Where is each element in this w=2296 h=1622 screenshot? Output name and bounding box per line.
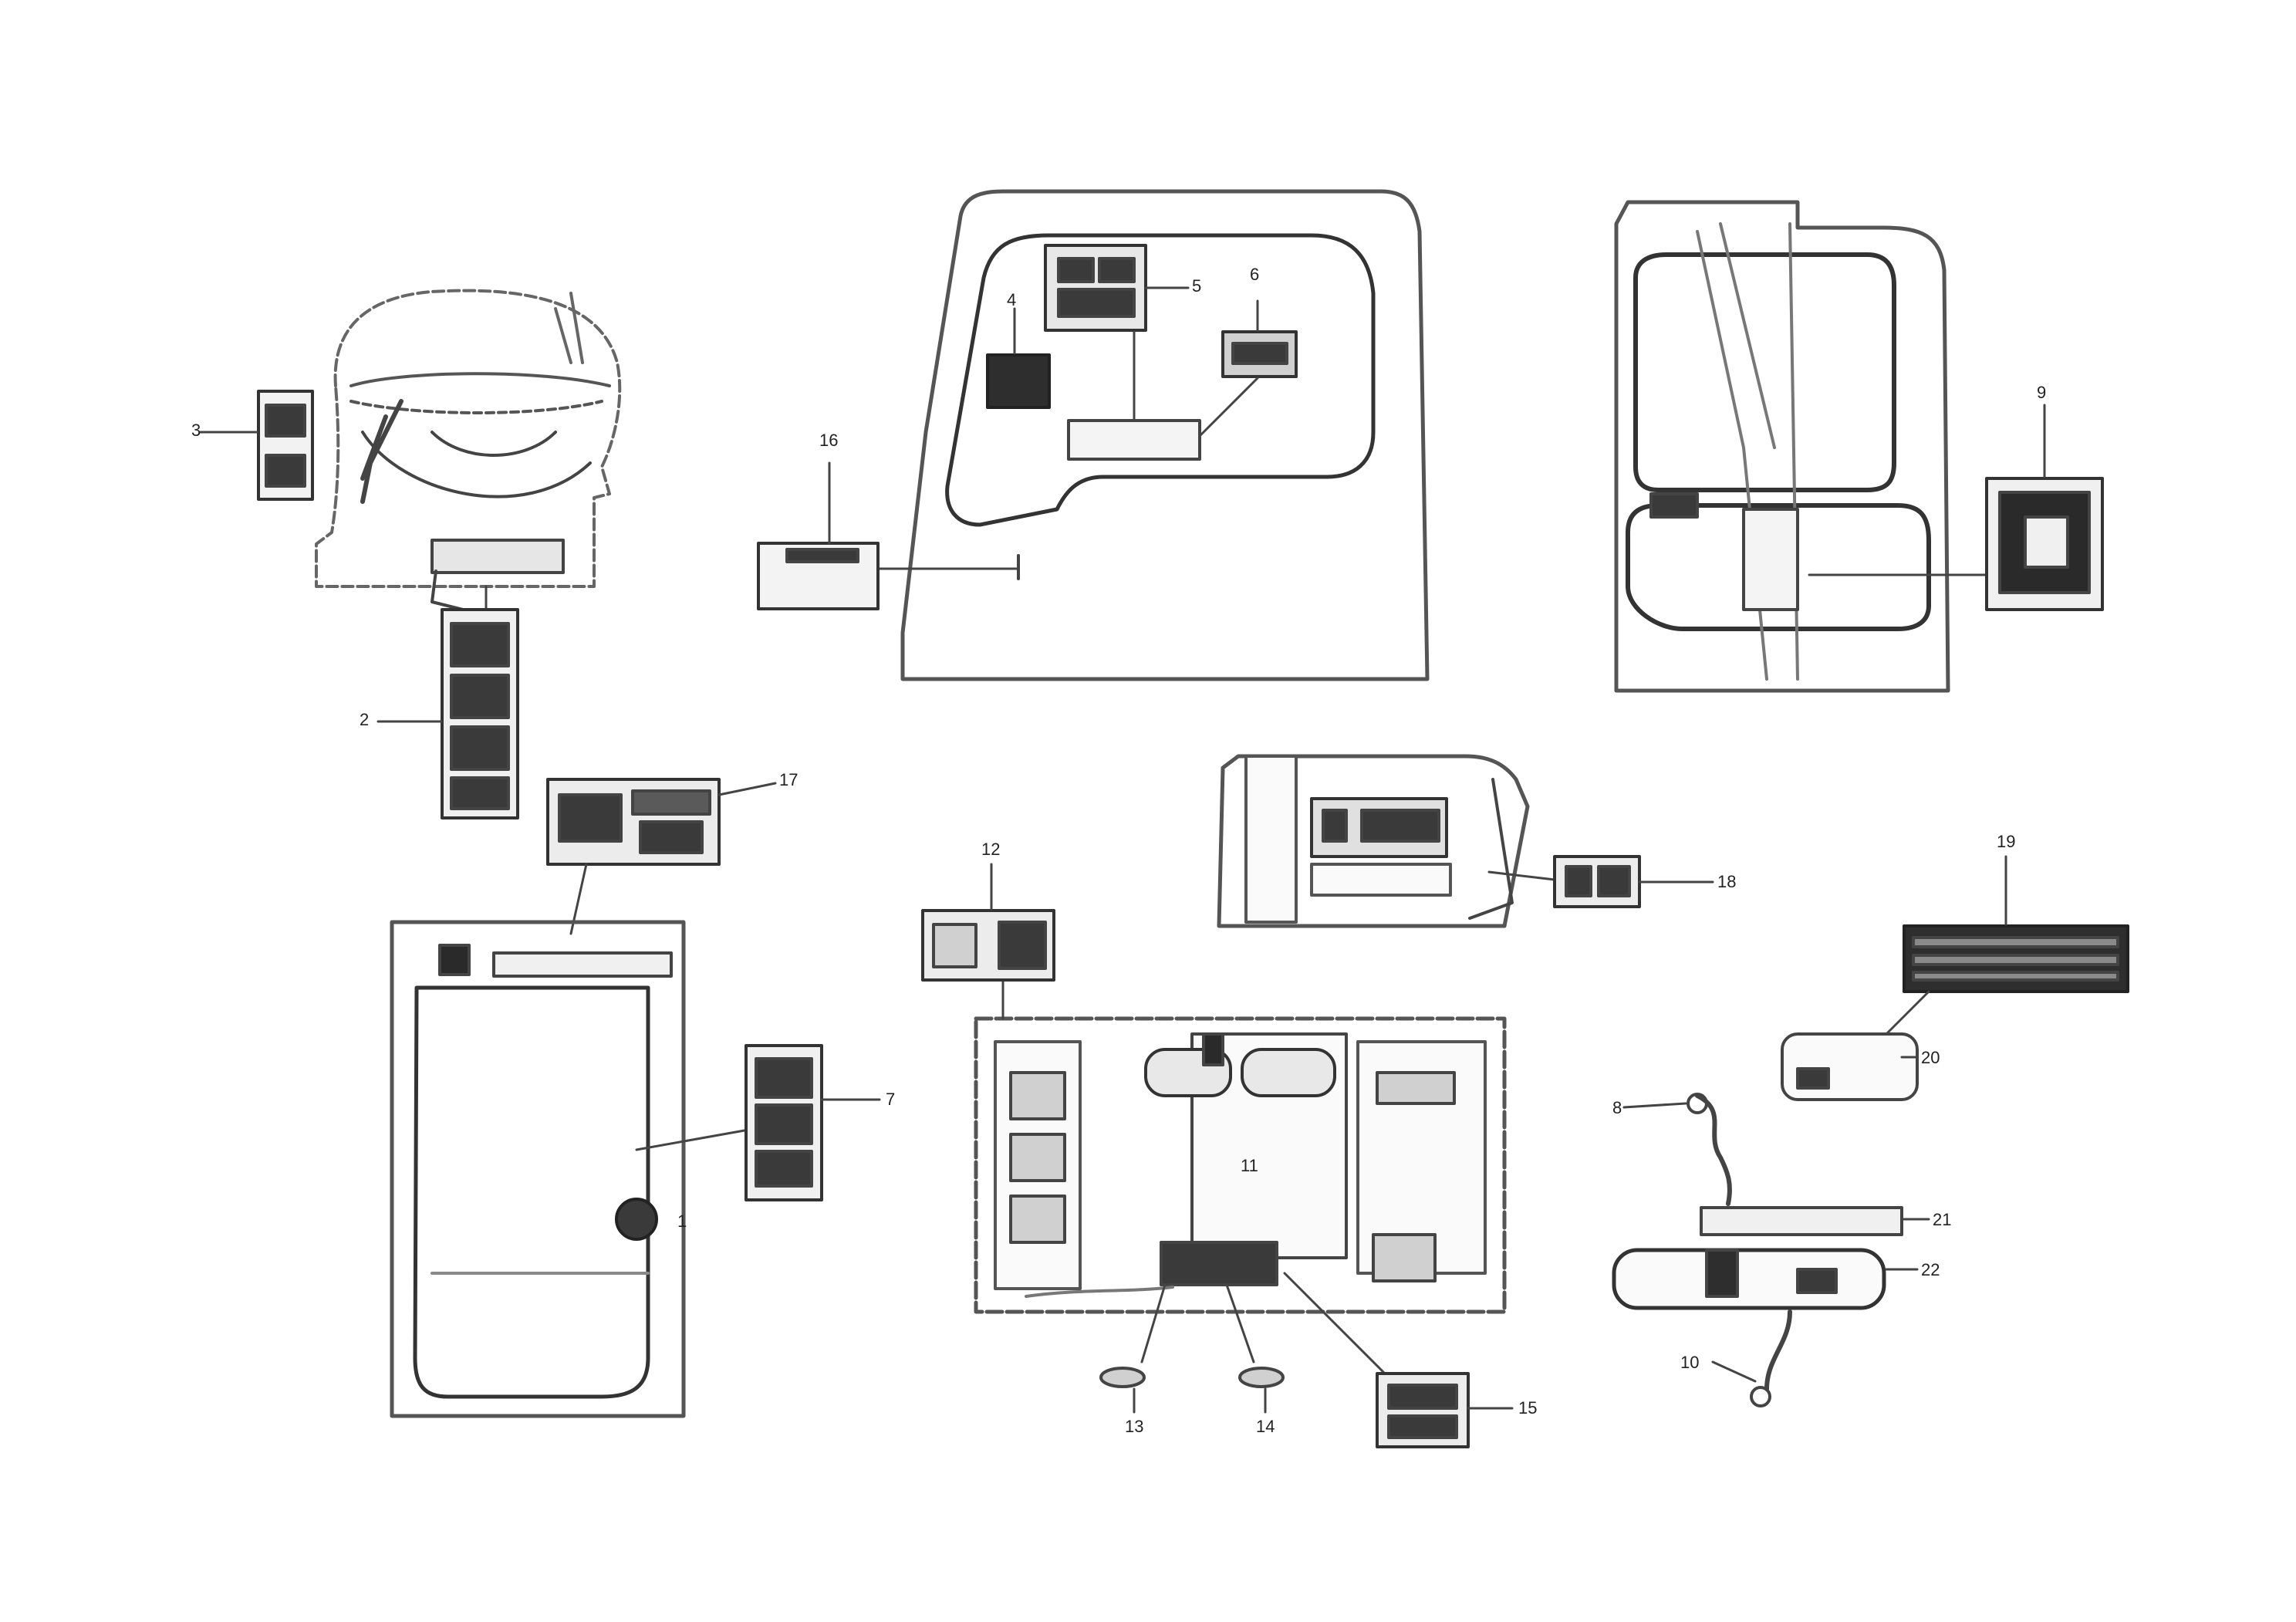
callout-16: 16 xyxy=(819,431,839,450)
decal-17 xyxy=(546,778,777,935)
callout-2: 2 xyxy=(360,710,370,729)
decal-18 xyxy=(1553,855,1714,908)
decal-19 xyxy=(1881,855,2129,1039)
callout-11: 11 xyxy=(1241,1156,1258,1175)
callout-7: 7 xyxy=(886,1090,896,1109)
callout-17: 17 xyxy=(779,770,799,789)
callout-14: 14 xyxy=(1256,1417,1275,1436)
cab-panel xyxy=(1217,754,1556,928)
callout-12: 12 xyxy=(981,840,1001,859)
decal-2 xyxy=(376,585,519,819)
callout-3: 3 xyxy=(191,421,201,440)
callout-10: 10 xyxy=(1680,1353,1700,1372)
seat-assembly xyxy=(315,289,622,611)
callout-20: 20 xyxy=(1921,1048,1940,1067)
decal-3 xyxy=(199,390,314,501)
callout-13: 13 xyxy=(1125,1417,1144,1436)
decal-7 xyxy=(745,1044,881,1201)
callout-1: 1 xyxy=(677,1211,687,1231)
callout-4: 4 xyxy=(1007,290,1017,309)
knobs xyxy=(1099,1367,1285,1414)
control-panel xyxy=(974,978,1507,1375)
callout-18: 18 xyxy=(1717,872,1737,891)
cab-side-window xyxy=(1614,200,1988,693)
callout-6: 6 xyxy=(1250,265,1260,284)
callout-8: 8 xyxy=(1612,1098,1622,1117)
callout-22: 22 xyxy=(1921,1260,1940,1279)
decal-15 xyxy=(1376,1372,1514,1448)
decal-9 xyxy=(1985,404,2104,611)
decal-16 xyxy=(757,461,880,610)
callout-9: 9 xyxy=(2037,383,2047,402)
decal-12 xyxy=(921,863,1055,982)
callout-21: 21 xyxy=(1933,1210,1952,1229)
callout-19: 19 xyxy=(1997,832,2016,851)
callout-15: 15 xyxy=(1518,1398,1538,1418)
cab-window-frame xyxy=(878,189,1430,681)
lever-assembly xyxy=(1612,1032,1930,1407)
callout-5: 5 xyxy=(1192,276,1202,296)
door-frame xyxy=(390,920,746,1418)
